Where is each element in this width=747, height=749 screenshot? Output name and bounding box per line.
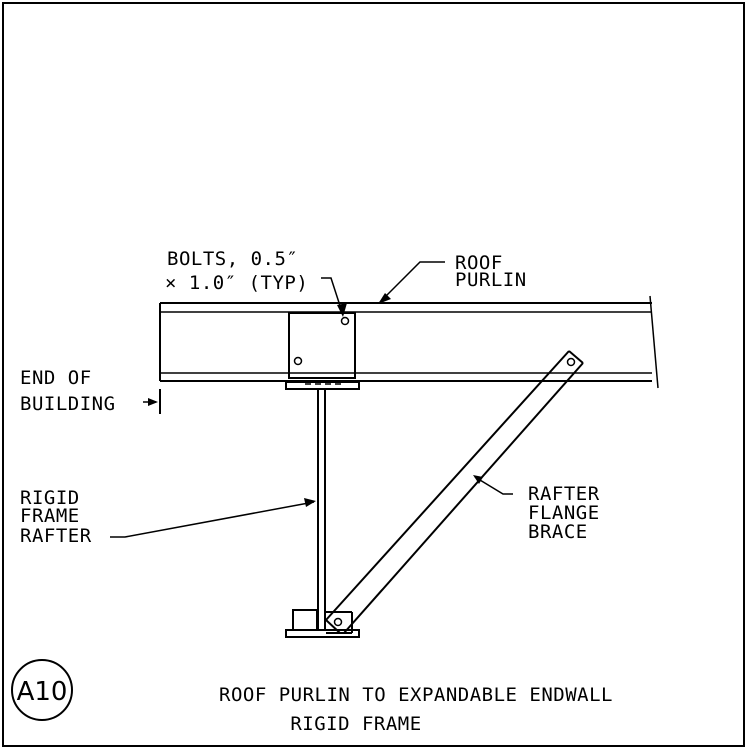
label-purlin: PURLIN — [455, 269, 527, 291]
rigid-frame-rafter — [317, 389, 326, 630]
label-end-of: END OF — [20, 367, 92, 389]
bolt-hole-upper — [340, 316, 350, 326]
detail-id: A10 — [17, 677, 68, 707]
rafter-bottom-flange — [285, 609, 360, 638]
rafter-cap-plate — [285, 381, 360, 390]
label-rafter-right: RAFTER — [528, 483, 600, 505]
roof-purlin — [159, 295, 659, 389]
clip-plate — [288, 312, 356, 385]
detail-title-line1: ROOF PURLIN TO EXPANDABLE ENDWALL — [219, 684, 613, 706]
bolt-hole-lower — [293, 356, 303, 366]
rafter-flange-brace — [325, 350, 584, 634]
label-bolts-line1: BOLTS, 0.5″ — [167, 248, 298, 270]
label-rafter: RAFTER — [20, 525, 92, 547]
brace-bolt-bottom — [333, 617, 343, 627]
leader-rigid-frame-rafter — [110, 498, 316, 538]
label-brace: BRACE — [528, 521, 588, 543]
detail-title-line2: RIGID FRAME — [290, 713, 421, 735]
label-roof: ROOF — [455, 252, 503, 274]
label-frame: FRAME — [20, 505, 80, 527]
label-building: BUILDING — [20, 393, 116, 415]
label-flange: FLANGE — [528, 502, 600, 524]
label-bolts-line2: × 1.0″ (TYP) — [165, 272, 308, 294]
brace-bolt-top — [566, 357, 576, 367]
leader-roof-purlin — [378, 261, 445, 304]
leader-rafter-flange-brace — [473, 475, 513, 495]
leader-end-of-building — [143, 398, 158, 406]
detail-tag: A10 — [11, 659, 73, 721]
label-rigid: RIGID — [20, 487, 80, 509]
leader-bolts — [321, 277, 347, 317]
